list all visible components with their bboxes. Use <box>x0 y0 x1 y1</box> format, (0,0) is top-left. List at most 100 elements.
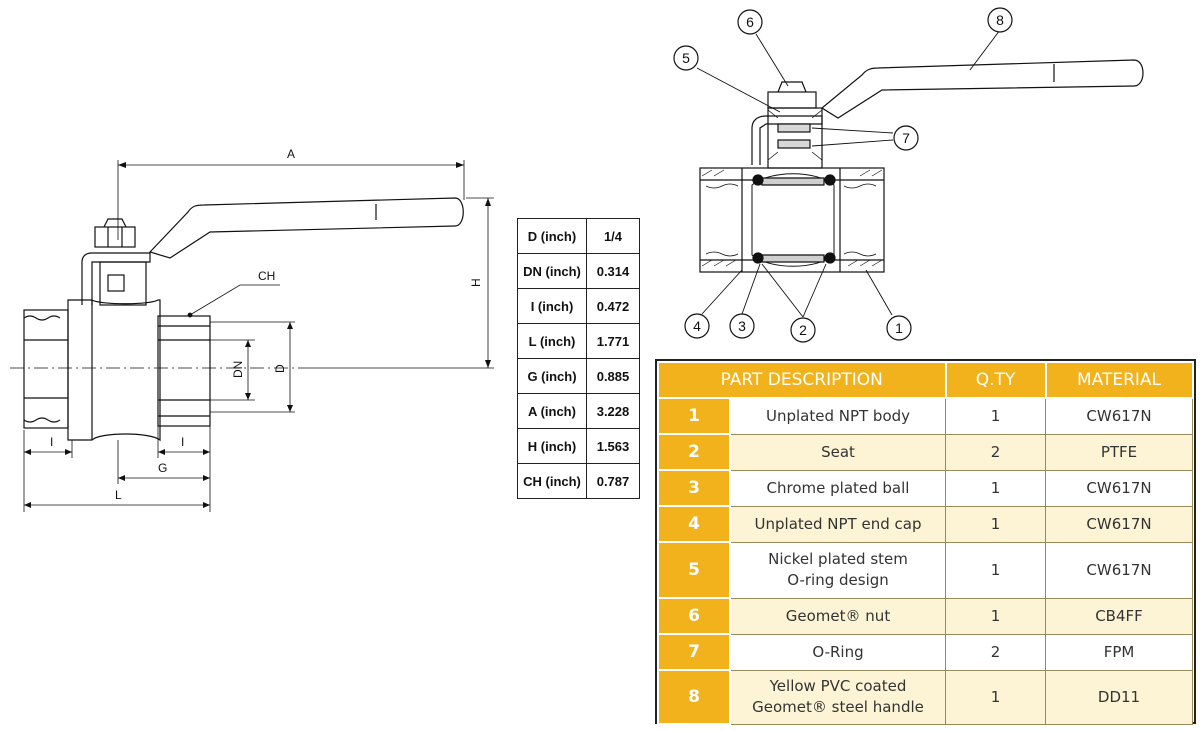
section-body <box>699 167 885 273</box>
callout-label-6: 6 <box>746 14 754 30</box>
dim-value: 3.228 <box>586 393 640 429</box>
end-cap <box>157 315 211 427</box>
part-description: Seat <box>729 433 946 471</box>
dim-label-d: D <box>273 364 287 373</box>
dim-name: DN (inch) <box>517 253 587 289</box>
part-qty: 2 <box>945 433 1046 471</box>
part-qty: 1 <box>945 397 1046 435</box>
part-description-line: Chrome plated ball <box>766 478 910 497</box>
section-ball <box>751 173 835 267</box>
table-row: G (inch)0.885 <box>517 358 640 394</box>
part-description: Unplated NPT end cap <box>729 505 946 543</box>
part-number: 1 <box>657 397 731 435</box>
part-description: Geomet® nut <box>729 597 946 635</box>
callout-1 <box>886 315 912 341</box>
dim-label-i-right: I <box>181 435 184 449</box>
valve-dimension-drawing: A H CH DN D I I G L <box>10 147 494 512</box>
parts-table: PART DESCRIPTION Q.TY MATERIAL 1 Unplate… <box>657 361 1194 725</box>
callout-label-3: 3 <box>738 318 746 334</box>
part-qty: 1 <box>945 669 1046 725</box>
part-number: 8 <box>657 669 731 725</box>
dim-value: 0.472 <box>586 288 640 324</box>
callout-label-2: 2 <box>799 322 807 338</box>
dim-label-h: H <box>469 278 483 287</box>
part-description: Chrome plated ball <box>729 469 946 507</box>
part-material: CW617N <box>1045 469 1193 507</box>
table-row: H (inch)1.563 <box>517 428 640 464</box>
part-description-line: Nickel plated stem <box>768 550 908 568</box>
table-row: 2 Seat 2 PTFE <box>657 433 1193 471</box>
part-qty: 1 <box>945 541 1046 599</box>
part-description-line: O-Ring <box>812 642 864 661</box>
dim-value: 0.885 <box>586 358 640 394</box>
dim-value: 0.787 <box>586 463 640 499</box>
dim-label-ch: CH <box>258 269 275 283</box>
part-description-line: Seat <box>821 442 855 461</box>
header-part-description: PART DESCRIPTION <box>657 361 947 399</box>
parts-header-row: PART DESCRIPTION Q.TY MATERIAL <box>657 361 1194 399</box>
handle-lever <box>148 197 464 259</box>
section-handle <box>820 59 1144 119</box>
callout-8 <box>987 7 1013 33</box>
table-row: 7 O-Ring 2 FPM <box>657 633 1193 671</box>
dimensions-table: D (inch)1/4 DN (inch)0.314 I (inch)0.472… <box>517 218 640 499</box>
dim-value: 1.563 <box>586 428 640 464</box>
callout-2 <box>790 317 816 343</box>
part-material: CB4FF <box>1045 597 1193 635</box>
table-row: 4 Unplated NPT end cap 1 CW617N <box>657 505 1193 543</box>
valve-section-drawing: 5 6 8 7 4 3 2 1 <box>673 7 1144 343</box>
callout-6 <box>737 9 763 35</box>
dim-value: 1.771 <box>586 323 640 359</box>
part-description-line: Yellow PVC coated <box>769 677 907 695</box>
part-number: 6 <box>657 597 731 635</box>
callout-7 <box>893 125 919 151</box>
valve-body <box>67 299 161 442</box>
part-description-line: Unplated NPT end cap <box>754 514 922 533</box>
dim-label-g: G <box>158 461 167 475</box>
part-material: CW617N <box>1045 397 1193 435</box>
callout-label-7: 7 <box>902 130 910 146</box>
dim-label-a: A <box>287 147 295 161</box>
table-row: 1 Unplated NPT body 1 CW617N <box>657 397 1193 435</box>
dim-name: A (inch) <box>517 393 587 429</box>
header-qty: Q.TY <box>944 361 1047 399</box>
dim-name: G (inch) <box>517 358 587 394</box>
table-row: 3 Chrome plated ball 1 CW617N <box>657 469 1193 507</box>
callout-label-4: 4 <box>693 318 701 334</box>
dim-value: 1/4 <box>586 218 640 254</box>
part-qty: 1 <box>945 469 1046 507</box>
dim-name: CH (inch) <box>517 463 587 499</box>
part-description-line: Geomet® steel handle <box>752 698 924 716</box>
table-row: A (inch)3.228 <box>517 393 640 429</box>
callout-label-8: 8 <box>996 12 1004 28</box>
table-row: I (inch)0.472 <box>517 288 640 324</box>
table-row: 6 Geomet® nut 1 CB4FF <box>657 597 1193 635</box>
part-description: O-Ring <box>729 633 946 671</box>
header-material: MATERIAL <box>1044 361 1194 399</box>
table-row: D (inch)1/4 <box>517 218 640 254</box>
table-row: L (inch)1.771 <box>517 323 640 359</box>
part-number: 4 <box>657 505 731 543</box>
callout-label-5: 5 <box>682 50 690 66</box>
part-material: FPM <box>1045 633 1193 671</box>
part-number: 7 <box>657 633 731 671</box>
part-number: 3 <box>657 469 731 507</box>
dim-label-i-left: I <box>50 435 53 449</box>
part-number: 5 <box>657 541 731 599</box>
callout-4 <box>684 313 710 339</box>
part-material: PTFE <box>1045 433 1193 471</box>
table-row: CH (inch)0.787 <box>517 463 640 499</box>
callout-3 <box>729 313 755 339</box>
dim-name: L (inch) <box>517 323 587 359</box>
dim-name: I (inch) <box>517 288 587 324</box>
part-qty: 1 <box>945 505 1046 543</box>
part-material: CW617N <box>1045 541 1193 599</box>
stem-nut <box>94 226 136 248</box>
part-number: 2 <box>657 433 731 471</box>
dim-label-l: L <box>115 488 122 502</box>
part-description-line: O-ring design <box>787 571 889 589</box>
part-description-line: Unplated NPT body <box>765 406 911 425</box>
